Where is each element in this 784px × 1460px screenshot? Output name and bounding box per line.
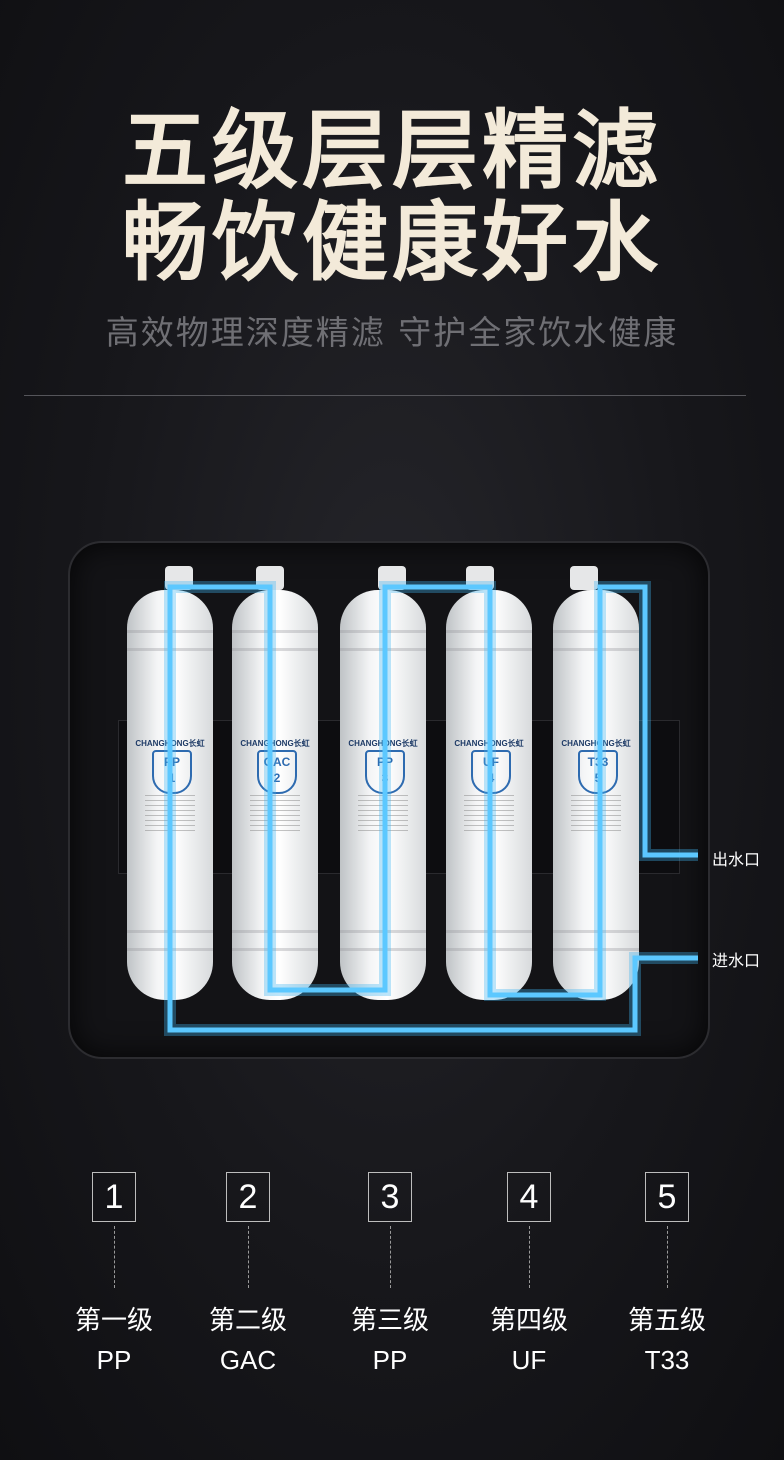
stage-number: 4 bbox=[507, 1172, 551, 1222]
stage-filter-type: T33 bbox=[644, 1345, 690, 1375]
stage-connector bbox=[666, 1226, 668, 1288]
stage-connector bbox=[113, 1226, 115, 1288]
stage-number: 1 bbox=[92, 1172, 136, 1222]
stage-3: 3 第三级 PP bbox=[320, 1172, 460, 1376]
subtitle: 高效物理深度精滤 守护全家饮水健康 bbox=[105, 313, 679, 352]
filter-cartridge-5: CHANGHONG长虹 T33 5 bbox=[553, 590, 639, 1000]
flow-line-glow bbox=[164, 581, 698, 1036]
stage-number: 3 bbox=[368, 1172, 412, 1222]
stage-5: 5 第五级 T33 bbox=[597, 1172, 737, 1376]
stage-1: 1 第一级 PP bbox=[44, 1172, 184, 1376]
stage-connector bbox=[528, 1226, 530, 1288]
filter-brand: CHANGHONG长虹 bbox=[240, 739, 310, 748]
divider bbox=[24, 395, 746, 396]
filter-brand: CHANGHONG长虹 bbox=[561, 739, 631, 748]
stage-2: 2 第二级 GAC bbox=[178, 1172, 318, 1376]
water-outlet-label: 出水口 bbox=[712, 850, 761, 869]
stage-level: 第三级 bbox=[350, 1306, 429, 1336]
stage-level: 第二级 bbox=[208, 1306, 287, 1336]
stage-level: 第五级 bbox=[627, 1306, 706, 1336]
filter-cap bbox=[570, 566, 598, 590]
stage-level: 第四级 bbox=[489, 1306, 568, 1336]
headline-line-2: 畅饮健康好水 bbox=[122, 193, 662, 293]
stage-4: 4 第四级 UF bbox=[459, 1172, 599, 1376]
filter-info-label bbox=[250, 795, 300, 835]
stage-connector bbox=[389, 1226, 391, 1288]
flow-line bbox=[167, 584, 698, 1033]
water-inlet-label: 进水口 bbox=[712, 951, 761, 970]
filter-info-label bbox=[571, 795, 621, 835]
stage-filter-type: UF bbox=[511, 1345, 547, 1375]
stage-connector bbox=[247, 1226, 249, 1288]
stage-number: 5 bbox=[645, 1172, 689, 1222]
headline-line-1: 五级层层精滤 bbox=[122, 101, 662, 201]
stage-filter-type: GAC bbox=[219, 1345, 277, 1375]
stage-filter-type: PP bbox=[372, 1345, 408, 1375]
stage-number: 2 bbox=[226, 1172, 270, 1222]
stage-level: 第一级 bbox=[74, 1306, 153, 1336]
stage-filter-type: PP bbox=[96, 1345, 132, 1375]
